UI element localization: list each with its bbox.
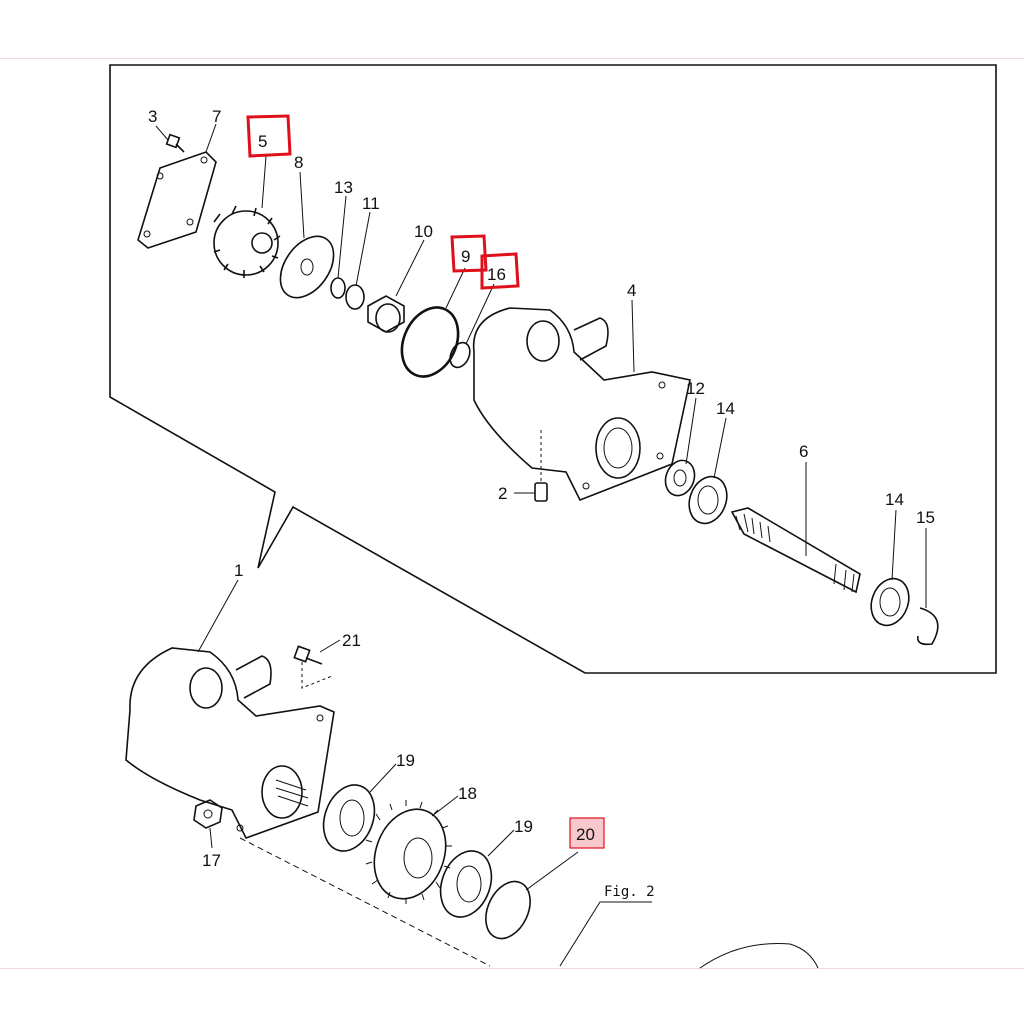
callout-17[interactable]: 17 — [202, 851, 221, 870]
callout-14-lower[interactable]: 14 — [885, 490, 904, 509]
part-14-bearing-upper[interactable] — [683, 471, 733, 528]
axis-line — [239, 837, 491, 967]
callout-14-upper[interactable]: 14 — [716, 399, 735, 418]
callout-3[interactable]: 3 — [148, 107, 157, 126]
part-19-bearing-second[interactable] — [432, 844, 500, 924]
part-3-screw[interactable] — [165, 133, 185, 153]
callout-19-second[interactable]: 19 — [514, 817, 533, 836]
detail-frame — [109, 64, 997, 674]
top-border — [0, 58, 1024, 59]
part-14-bearing-lower[interactable] — [865, 573, 915, 630]
part-7-cover-plate[interactable] — [137, 151, 217, 249]
bottom-border — [0, 968, 1024, 969]
callout-16[interactable]: 16 — [487, 265, 506, 284]
callout-18[interactable]: 18 — [458, 784, 477, 803]
part-1-pump-assembly[interactable] — [125, 647, 335, 839]
part-4-pump-housing[interactable] — [472, 307, 691, 502]
figure-reference[interactable]: Fig. 2 — [604, 884, 655, 900]
callout-5[interactable]: 5 — [258, 132, 267, 151]
callout-21[interactable]: 21 — [342, 631, 361, 650]
highlight-part-20 — [569, 817, 605, 849]
part-20-o-ring[interactable] — [477, 874, 539, 945]
callout-7[interactable]: 7 — [212, 107, 221, 126]
part-13-ring[interactable] — [330, 277, 346, 299]
callout-2[interactable]: 2 — [498, 484, 507, 503]
part-17-nut[interactable] — [193, 799, 223, 829]
next-figure-fragment — [699, 943, 819, 969]
callout-6[interactable]: 6 — [799, 442, 808, 461]
callout-9[interactable]: 9 — [461, 247, 470, 266]
part-11-ring[interactable] — [345, 284, 365, 310]
part-2-dowel[interactable] — [534, 482, 548, 502]
callout-19-first[interactable]: 19 — [396, 751, 415, 770]
callout-1[interactable]: 1 — [234, 561, 243, 580]
highlight-part-9 — [450, 234, 488, 273]
part-10-seal[interactable] — [367, 295, 405, 333]
part-8-wear-plate[interactable] — [269, 227, 344, 308]
part-21-bolt[interactable] — [293, 645, 323, 665]
highlight-part-16 — [480, 252, 520, 290]
callout-10[interactable]: 10 — [414, 222, 433, 241]
part-9-o-ring[interactable] — [391, 298, 469, 385]
callout-8[interactable]: 8 — [294, 153, 303, 172]
fig-2-leader — [559, 901, 652, 967]
part-15-snap-ring[interactable] — [916, 607, 939, 646]
part-18-gear[interactable] — [362, 799, 457, 909]
part-19-bearing-first[interactable] — [315, 778, 383, 858]
highlight-part-5 — [246, 114, 292, 158]
callout-13[interactable]: 13 — [334, 178, 353, 197]
callout-11[interactable]: 11 — [362, 194, 380, 213]
callout-4[interactable]: 4 — [627, 281, 636, 300]
callout-20[interactable]: 20 — [576, 825, 595, 844]
callout-15[interactable]: 15 — [916, 508, 935, 527]
callout-12[interactable]: 12 — [686, 379, 705, 398]
leader-lines — [155, 123, 927, 891]
part-12-seal[interactable] — [661, 456, 700, 499]
part-16-o-ring[interactable] — [446, 339, 473, 370]
part-5-impeller[interactable] — [213, 205, 281, 278]
part-6-shaft[interactable] — [730, 507, 861, 594]
